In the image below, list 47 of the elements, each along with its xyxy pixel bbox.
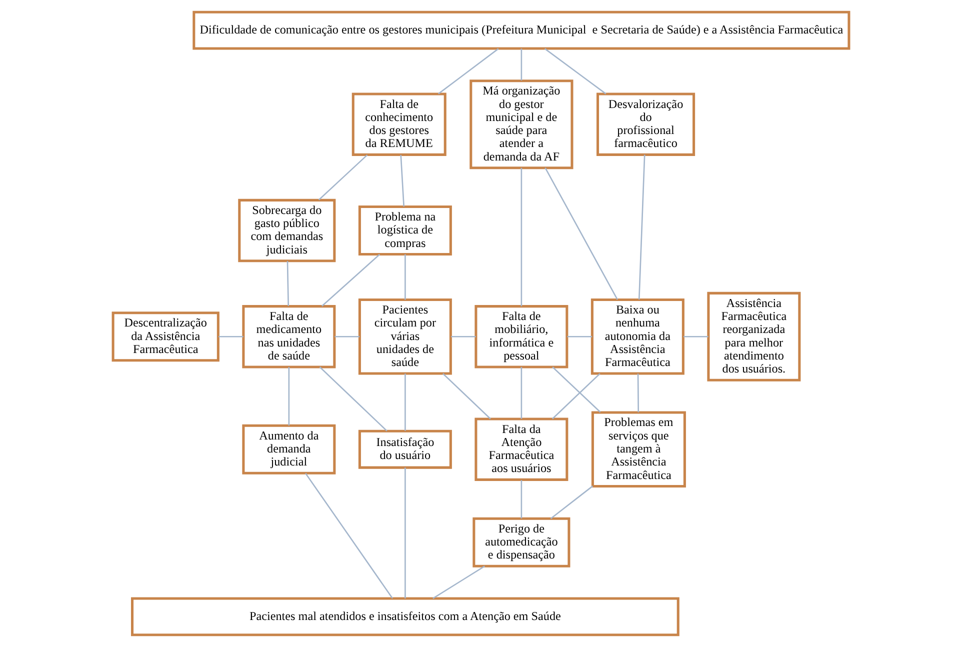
connector [552,366,601,413]
connector [404,374,406,431]
node-box: Insatisfação do usuário [358,430,452,469]
connector [638,154,646,300]
node-box: Falta de medicamento nas unidades de saúde [242,305,336,368]
node-box: Descentralização da Assistência Farmacêutica [112,312,220,362]
connector [218,336,244,338]
node-box: Perigo de automedicação e dispensação [472,517,570,568]
node-box: Problema na logística de compras [358,205,452,256]
node-box: Pacientes circulam por várias unidades de saúde [358,298,452,375]
connector [305,472,394,599]
node-box: Dificuldade de comunicação entre os gestores municipais (Prefeitura Municipal e Secretaria de Saúde) e a Assistência Farmacêutica [192,10,850,50]
connector [684,336,708,338]
connector [567,336,592,338]
node-box: Falta de conhecimento dos gestores da REMUME [352,92,446,156]
connector [404,254,406,300]
connector [319,366,388,432]
connector [550,486,594,520]
node-box: Baixa ou nenhuma autonomia da Assistência Farmacêutica [590,298,684,375]
node-box: Assistência Farmacêutica reorganizada para melhor atendimento dos usuários. [707,292,801,382]
connector [400,154,404,207]
node-box: Falta da Atenção Farmacêutica aos usuários [474,418,568,481]
connector [544,168,618,300]
connector [321,254,380,307]
node-box: Desvalorização do profissional farmacêutico [596,92,696,156]
connector [438,48,499,94]
connector [432,566,485,599]
connector [318,154,368,200]
node-box: Falta de mobiliário, informática e pessoal [474,305,568,368]
connector [520,48,522,81]
connector [520,367,522,419]
node-box: Sobrecarga do gasto público com demandas judiciais [238,198,336,262]
connector [286,261,290,306]
connector [442,373,491,420]
connector [451,336,476,338]
node-box: Problemas em serviços que tangem à Assistência Farmacêutica [591,411,686,488]
connector [637,374,640,412]
connector [552,373,600,420]
connector [334,336,360,338]
node-box: Aumento da demanda judicial [242,424,336,474]
connector [288,367,290,426]
connector [544,48,606,94]
node-box: Má organização do gestor municipal e de saúde para atender a demanda da AF [470,80,574,170]
node-box: Pacientes mal atendidos e insatisfeitos com a Atenção em Saúde [130,597,680,636]
connector [520,168,522,306]
connector [520,480,522,518]
connector [404,468,406,598]
